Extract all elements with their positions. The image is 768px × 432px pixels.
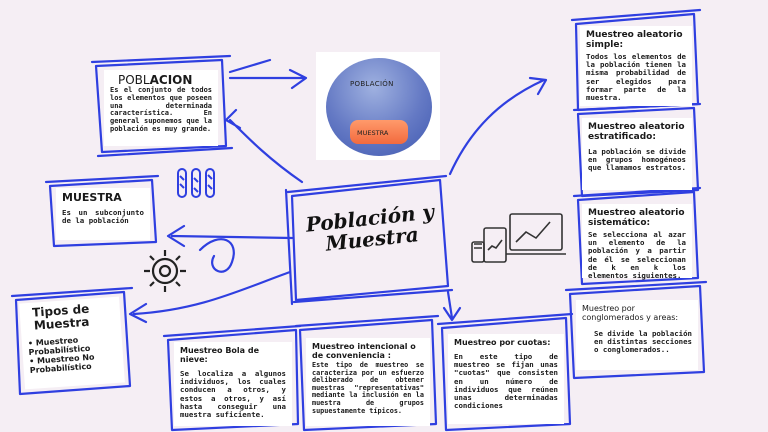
right-card-4-title: Muestreo por conglomerados y areas: — [582, 304, 679, 322]
bottom-frame-3 — [436, 312, 574, 432]
squiggle — [198, 238, 235, 273]
bottom-card-1-title: Muestreo Bola de nieve: — [180, 346, 259, 364]
muestra-text: Es un subconjunto de la población — [62, 208, 144, 226]
population-image-label: POBLACIÓN — [350, 80, 394, 88]
bottom-card-2-text: Este tipo de muestreo se caracteriza por… — [312, 361, 424, 415]
arrow-to-tipos — [128, 270, 292, 324]
tipos-title: Tipos de Muestra — [31, 301, 90, 333]
bottom-card-2: Muestreo intencional o de conveniencia :… — [306, 338, 430, 426]
bottom-card-3-title: Muestreo por cuotas: — [454, 338, 551, 347]
tipos-card: Tipos de Muestra • Muestreo Probabilísti… — [19, 296, 125, 390]
poblacion-frame — [90, 54, 234, 158]
bottom-frame-2 — [294, 314, 440, 432]
right-card-3-text: Se selecciona al azar un elemento de la … — [588, 230, 686, 281]
right-card-3-title: Muestreo aleatorio sistemático: — [588, 208, 685, 228]
sample-image-label: MUESTRA — [357, 129, 389, 137]
right-card-1-title: Muestreo aleatorio simple: — [586, 30, 683, 50]
arrow-to-image — [228, 68, 308, 90]
poblacion-card: POBLACION Es el conjunto de todos los el… — [104, 70, 218, 146]
dna-strands-icon — [177, 168, 215, 198]
muestra-card: MUESTRA Es un subconjunto de la població… — [56, 188, 150, 240]
bottom-card-1: Muestreo Bola de nieve: Se localiza a al… — [174, 342, 292, 426]
arrow-to-right — [448, 76, 548, 176]
right-frame-4 — [564, 280, 708, 380]
muestra-frame — [44, 174, 160, 248]
arrow-to-muestra — [166, 224, 294, 248]
muestra-title: MUESTRA — [62, 191, 122, 204]
gear-icon — [144, 250, 186, 292]
center-frame — [284, 174, 454, 306]
bottom-card-1-text: Se localiza a algunos individuos, los cu… — [180, 369, 286, 420]
right-card-2: Muestreo aleatorio estratificado: La pob… — [582, 118, 692, 190]
poblacion-text: Es el conjunto de todos los elementos qu… — [110, 86, 212, 133]
poblacion-title-suffix: ACION — [149, 73, 193, 87]
right-card-4-text: Se divide la población en distintas secc… — [594, 329, 692, 355]
arrow-muestra-up — [228, 58, 272, 74]
bottom-card-3-text: En este tipo de muestreo se fijan unas "… — [454, 352, 558, 411]
arrow-to-poblacion — [224, 108, 304, 184]
tipos-frame — [10, 286, 134, 396]
right-card-2-title: Muestreo aleatorio estratificado: — [588, 122, 685, 142]
poblacion-title-prefix: POBL — [118, 73, 150, 87]
devices-chart-icon — [471, 213, 566, 263]
bottom-card-3: Muestreo por cuotas: En este tipo de mue… — [448, 334, 564, 424]
right-card-4: Muestreo por conglomerados y areas: Se d… — [576, 300, 698, 370]
bottom-card-2-title: Muestreo intencional o de conveniencia : — [312, 342, 416, 360]
arrow-down — [442, 290, 462, 322]
bottom-frame-1 — [162, 324, 302, 432]
right-card-1-text: Todos los elementos de la población tien… — [586, 52, 686, 103]
right-card-3: Muestreo aleatorio sistemático: Se selec… — [582, 204, 692, 281]
right-card-2-text: La población se divide en grupos homogén… — [588, 147, 686, 173]
sample-box — [350, 120, 408, 144]
right-card-1: Muestreo aleatorio simple: Todos los ele… — [580, 26, 692, 106]
